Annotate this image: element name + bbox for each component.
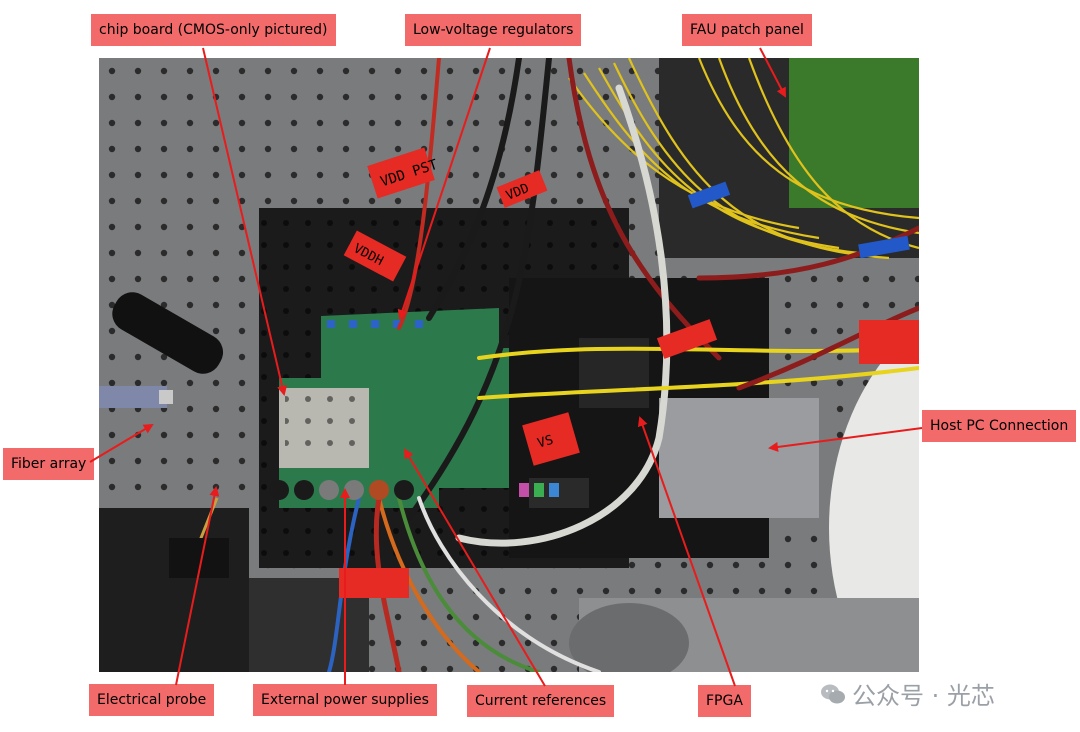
label-current-references: Current references [467,685,615,717]
label-electrical-probe: Electrical probe [89,684,215,716]
label-fiber-array: Fiber array [3,448,95,480]
watermark-text: 公众号 · 光芯 [852,682,995,710]
red-tape-tags: VDD PST VDD VDDH VS [339,147,919,598]
label-host-pc-connection: Host PC Connection [922,410,1077,442]
watermark: 公众号 · 光芯 [820,676,995,711]
lab-setup-photo: VDD PST VDD VDDH VS [99,58,919,672]
label-chip-board: chip board (CMOS-only pictured) [91,14,336,46]
label-low-voltage-regulators: Low-voltage regulators [405,14,582,46]
wechat-icon [821,684,845,703]
label-fau-patch-panel: FAU patch panel [682,14,812,46]
label-external-power-supplies: External power supplies [253,684,437,716]
tag-vs: VS [536,433,555,452]
photo-illustration: VDD PST VDD VDDH VS [99,58,919,672]
label-fpga: FPGA [698,685,751,717]
